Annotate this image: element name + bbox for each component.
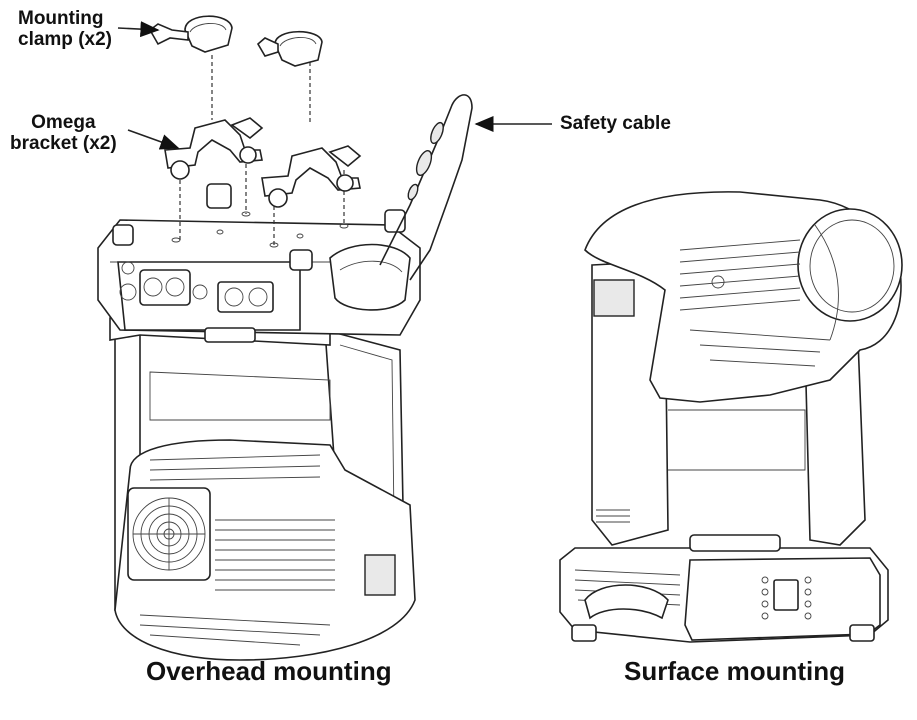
mounting-clamp-label: Mounting clamp (x2) [18, 8, 112, 50]
omega-brackets [164, 117, 362, 208]
safety-cable-label: Safety cable [560, 113, 671, 134]
omega-bracket-label-line2: bracket (x2) [10, 133, 117, 154]
caption-overhead-mounting: Overhead mounting [146, 656, 392, 686]
omega-bracket-label: Omega bracket (x2) [10, 112, 117, 154]
mounting-clamp-label-line1: Mounting [18, 8, 104, 29]
mounting-clamps [148, 15, 323, 67]
overhead-fixture [97, 183, 421, 661]
mounting-clamp-label-line2: clamp (x2) [18, 29, 112, 50]
omega-bracket-label-line1: Omega [31, 112, 96, 133]
caption-surface-mounting: Surface mounting [624, 656, 846, 686]
surface-fixture [559, 191, 903, 643]
leader-lines [117, 21, 552, 150]
safety-cable [379, 94, 473, 281]
